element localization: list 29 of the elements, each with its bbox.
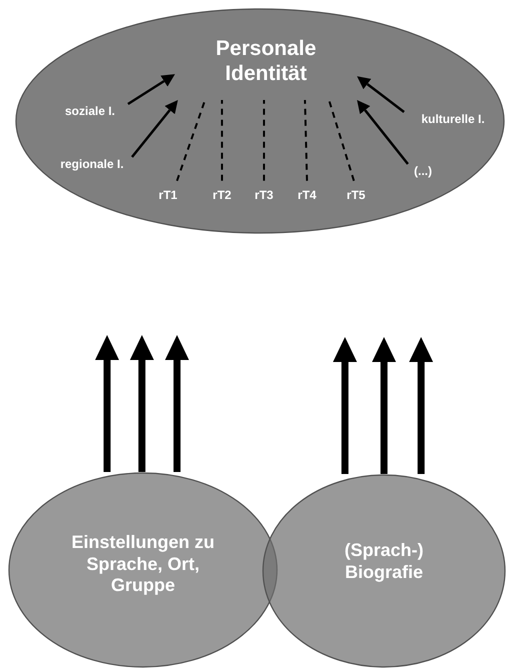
arrow — [95, 335, 120, 472]
heading: Personale Identität — [214, 36, 318, 86]
text-label: rT3 — [254, 188, 274, 202]
text-label: rT4 — [296, 188, 318, 202]
text-label: rT2 — [212, 188, 232, 202]
text-label: regionale I. — [59, 157, 125, 172]
arrow — [127, 74, 175, 106]
text-label: kulturelle I. — [420, 112, 486, 126]
text-label: soziale I. — [64, 104, 116, 118]
ellipse-label: Einstellungen zu Sprache, Ort, Gruppe — [70, 531, 216, 597]
connector-line — [328, 100, 355, 182]
connector-line — [304, 100, 308, 181]
arrow — [372, 337, 396, 474]
text-label: rT5 — [346, 188, 366, 202]
arrow — [332, 337, 357, 474]
connector-line — [176, 100, 206, 182]
connector-line — [263, 100, 265, 181]
arrow — [130, 335, 154, 472]
ellipse-label: (Sprach-) Biografie — [343, 539, 424, 584]
connector-line — [220, 100, 223, 181]
text-label: rT1 — [158, 188, 178, 202]
text-label: (...) — [413, 164, 433, 178]
ellipse-shape — [15, 8, 505, 234]
arrow — [357, 76, 405, 113]
arrow — [165, 335, 190, 472]
arrow — [357, 100, 409, 165]
ellipse-shape — [262, 474, 506, 668]
arrow — [131, 100, 178, 158]
arrow — [409, 337, 434, 474]
